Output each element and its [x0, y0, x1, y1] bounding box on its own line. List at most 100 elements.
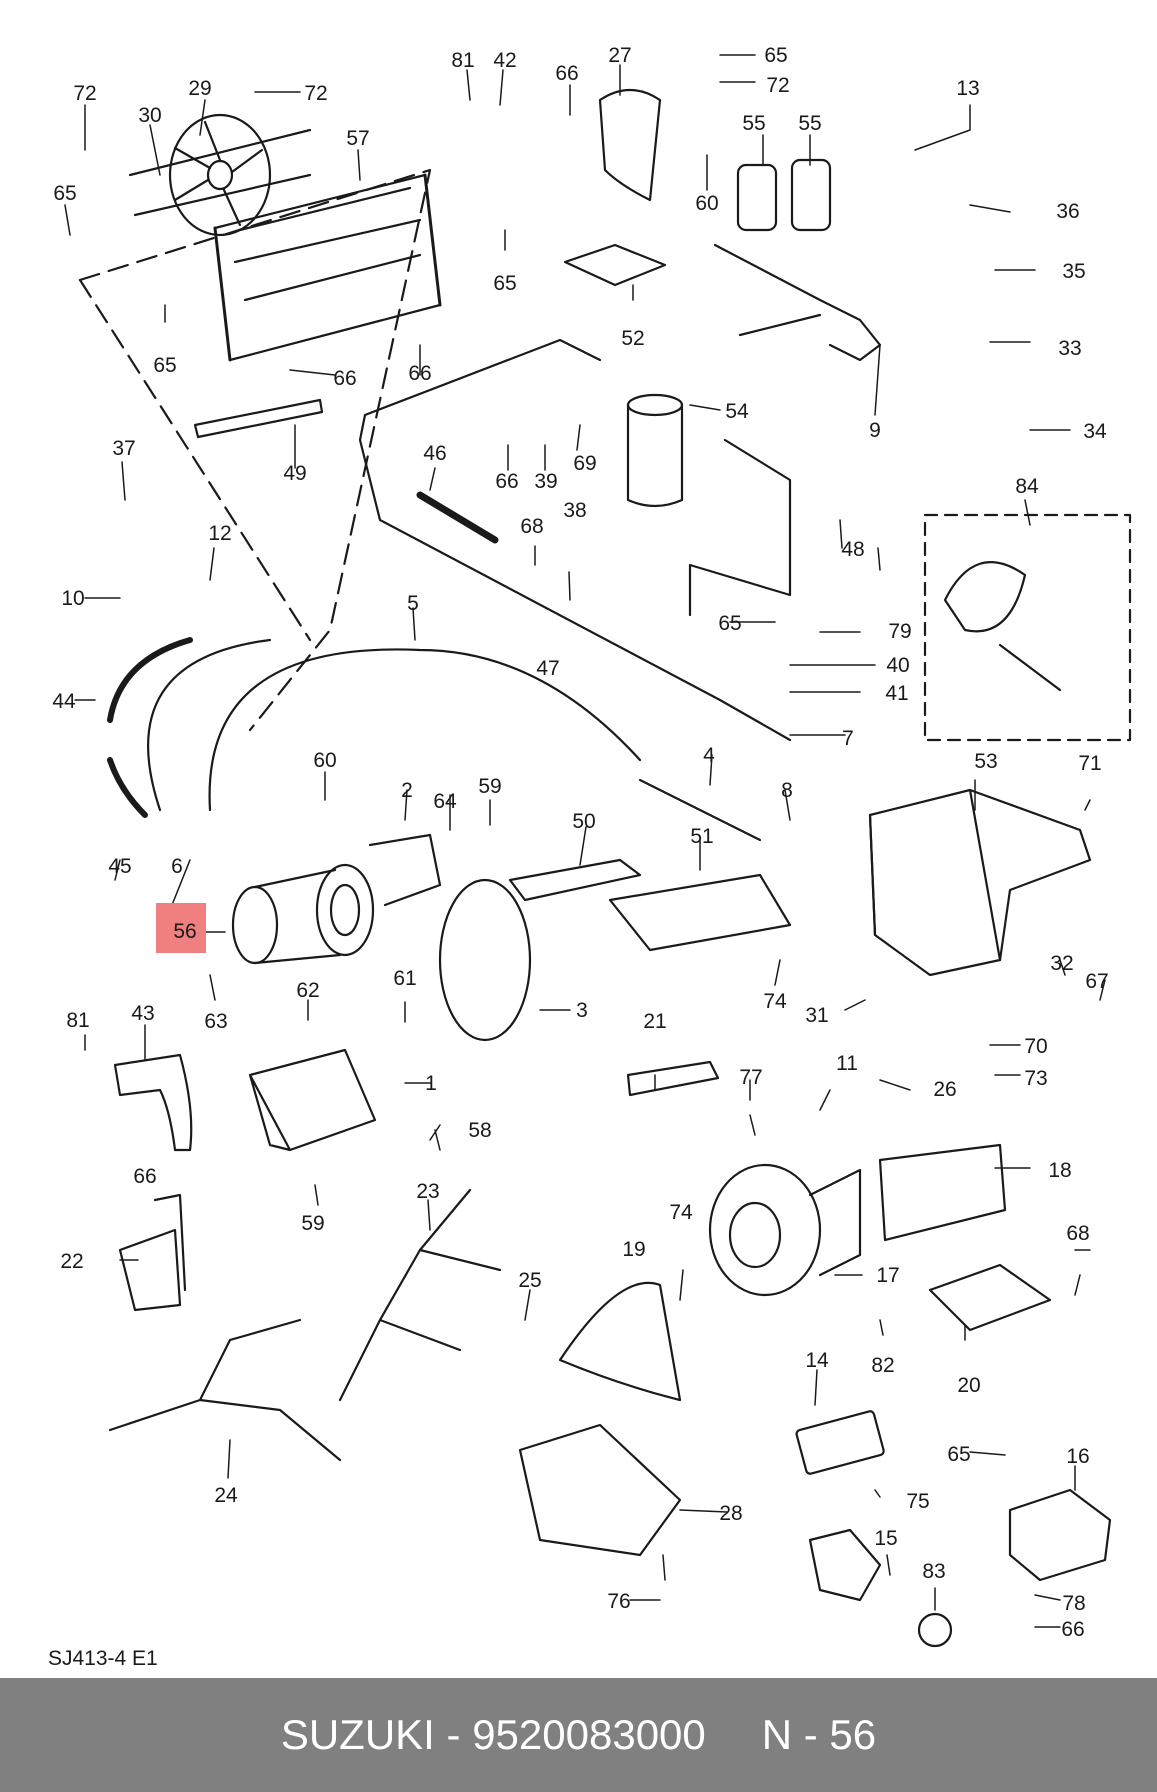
condenser	[213, 173, 442, 362]
hose-45	[107, 757, 148, 818]
callout-9: 9	[869, 419, 881, 442]
evaporator-53	[868, 788, 1092, 977]
callout-25: 25	[518, 1269, 541, 1292]
callout-50: 50	[572, 810, 595, 833]
grommet-83	[917, 1612, 953, 1648]
callout-24: 24	[214, 1484, 238, 1507]
callout-54: 54	[725, 400, 749, 423]
callout-4: 4	[703, 744, 715, 767]
callout-44: 44	[52, 690, 76, 713]
callout-69: 69	[573, 452, 596, 475]
compressor	[231, 833, 442, 965]
pad-51	[608, 873, 792, 952]
bracket-20	[928, 1263, 1052, 1332]
callout-27: 27	[608, 44, 631, 67]
brand-label: SUZUKI	[280, 1711, 435, 1758]
reference-label: N - 56	[761, 1711, 877, 1758]
callout-56: 56	[173, 920, 196, 943]
hose-5	[208, 648, 642, 812]
callout-65: 65	[947, 1443, 970, 1466]
hose-6	[146, 638, 272, 812]
callout-38: 38	[563, 499, 586, 522]
callout-81: 81	[451, 49, 474, 72]
callout-55: 55	[798, 112, 821, 135]
callout-39: 39	[534, 470, 557, 493]
callout-62: 62	[296, 979, 319, 1002]
callout-15: 15	[874, 1527, 897, 1550]
control-28	[518, 1423, 682, 1557]
callout-51: 51	[690, 825, 713, 848]
callout-36: 36	[1056, 200, 1079, 223]
box-84	[923, 513, 1132, 742]
callout-72: 72	[766, 74, 789, 97]
callout-65: 65	[53, 182, 76, 205]
belt-3	[438, 878, 532, 1042]
leader-lines	[64, 54, 1106, 1628]
callout-3: 3	[576, 999, 588, 1022]
pad-52	[563, 243, 667, 287]
bracket-1	[248, 1048, 377, 1152]
callout-21: 21	[643, 1010, 666, 1033]
callout-8: 8	[781, 779, 793, 802]
callout-33: 33	[1058, 337, 1081, 360]
duct-18	[878, 1143, 1007, 1242]
callout-76: 76	[607, 1590, 630, 1613]
callout-66: 66	[133, 1165, 156, 1188]
callout-65: 65	[718, 612, 741, 635]
parts-diagram: SJ413-4 E1 72297230658142662765725555135…	[48, 44, 1132, 1670]
bracket-27	[598, 89, 662, 202]
pad-50	[508, 858, 642, 902]
assembly-outline-lower	[78, 278, 312, 642]
callout-66: 66	[1061, 1618, 1084, 1641]
callout-63: 63	[204, 1010, 227, 1033]
dryer-can-left	[736, 163, 778, 232]
harness-23	[338, 1188, 502, 1402]
callout-57: 57	[346, 127, 369, 150]
assembly-outline	[78, 168, 432, 732]
callout-31: 31	[805, 1004, 828, 1027]
callout-77: 77	[739, 1066, 762, 1089]
callout-11: 11	[836, 1052, 858, 1075]
callout-73: 73	[1024, 1067, 1047, 1090]
callout-19: 19	[622, 1238, 645, 1261]
callout-6: 6	[171, 855, 183, 878]
callout-48: 48	[841, 538, 864, 561]
callout-20: 20	[957, 1374, 980, 1397]
callout-66: 66	[555, 62, 578, 85]
switch-9	[713, 243, 882, 362]
hose-4	[638, 778, 762, 842]
callout-17: 17	[876, 1264, 899, 1287]
callout-35: 35	[1062, 260, 1085, 283]
callout-68: 68	[1066, 1222, 1089, 1245]
harness-24	[108, 1318, 342, 1462]
callout-65: 65	[493, 272, 516, 295]
callout-71: 71	[1078, 752, 1101, 775]
callout-59: 59	[478, 775, 501, 798]
callout-5: 5	[407, 592, 419, 615]
callout-22: 22	[60, 1250, 83, 1273]
callout-29: 29	[188, 77, 211, 100]
callout-12: 12	[208, 522, 231, 545]
callout-47: 47	[536, 657, 559, 680]
blower-17	[708, 1163, 862, 1297]
separator: -	[446, 1711, 461, 1758]
callout-41: 41	[885, 682, 908, 705]
callout-32: 32	[1050, 952, 1073, 975]
callout-40: 40	[886, 654, 909, 677]
callout-55: 55	[742, 112, 765, 135]
relay-14	[795, 1410, 885, 1475]
callout-67: 67	[1085, 970, 1108, 993]
callout-1: 1	[425, 1072, 437, 1095]
diagram-code: SJ413-4 E1	[48, 1647, 158, 1670]
callout-64: 64	[433, 790, 457, 813]
callout-10: 10	[61, 587, 84, 610]
callout-84: 84	[1015, 475, 1039, 498]
callout-43: 43	[131, 1002, 154, 1025]
callout-66: 66	[333, 367, 356, 390]
callout-59: 59	[301, 1212, 324, 1235]
funnel-19	[558, 1281, 682, 1402]
callout-14: 14	[805, 1349, 829, 1372]
highlight-box	[156, 903, 206, 953]
